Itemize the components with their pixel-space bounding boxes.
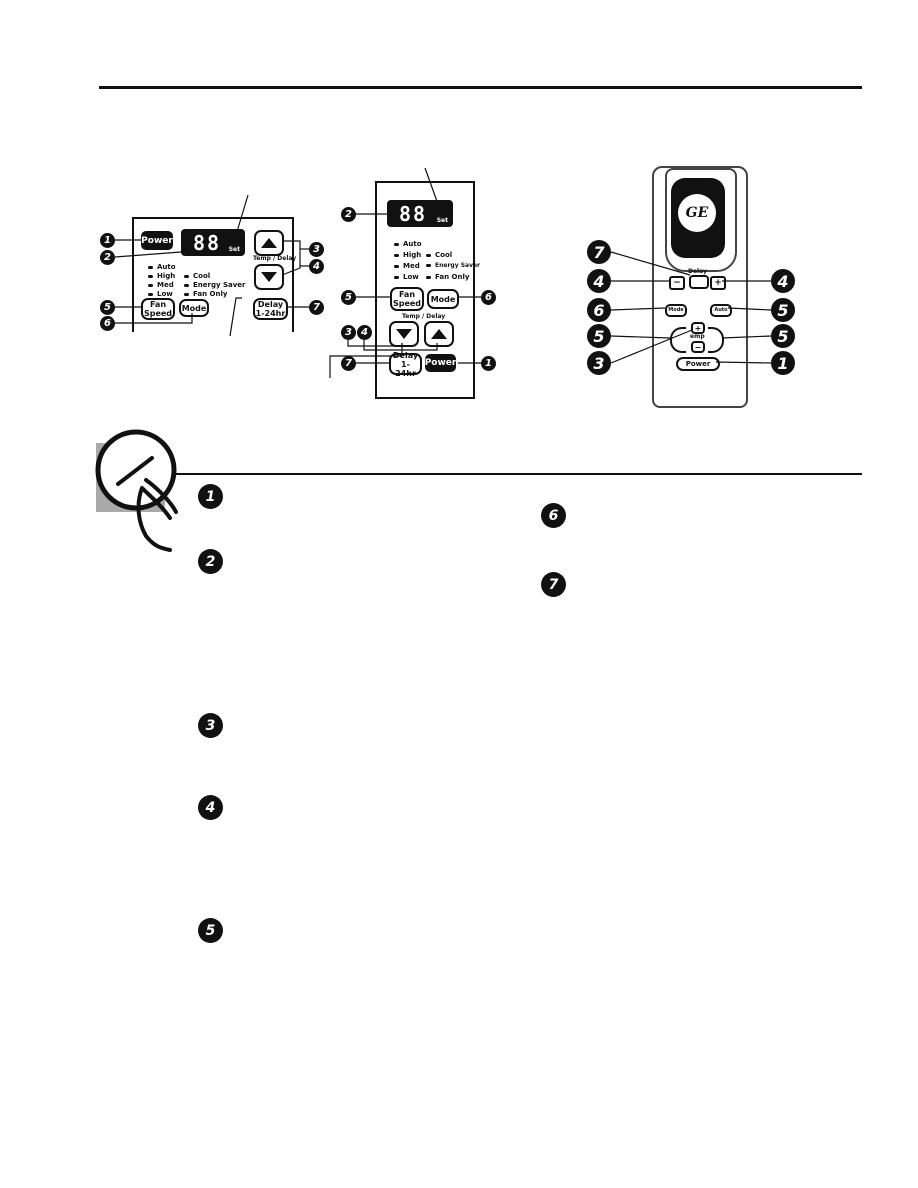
center-ind-fan-only: Fan Only — [426, 273, 469, 281]
callout-remote-4l: 4 — [587, 269, 611, 293]
callout-remote-4r: 4 — [771, 269, 795, 293]
callout-center-4: 4 — [357, 325, 372, 340]
callout-center-2: 2 — [341, 207, 356, 222]
center-display: 88 Set — [387, 200, 453, 227]
section-number-4: 4 — [198, 795, 223, 820]
center-ind-energy-saver: Energy Saver — [426, 262, 480, 269]
callout-left-1: 1 — [100, 233, 115, 248]
section-number-5: 5 — [198, 918, 223, 943]
left-ind-energy-saver: Energy Saver — [184, 281, 246, 289]
up-arrow-icon — [431, 329, 447, 339]
section-number-7: 7 — [541, 572, 566, 597]
left-temp-up-button[interactable] — [254, 230, 284, 256]
up-arrow-icon — [261, 238, 277, 248]
section-number-2: 2 — [198, 549, 223, 574]
left-display-set: Set — [228, 246, 240, 253]
callout-center-5: 5 — [341, 290, 356, 305]
callout-center-6: 6 — [481, 290, 496, 305]
remote-power-button[interactable]: Power — [676, 357, 720, 371]
callout-left-4: 4 — [309, 259, 324, 274]
down-arrow-icon — [261, 272, 277, 282]
remote-delay-label: Delay — [688, 268, 707, 275]
remote-top-panel — [665, 168, 737, 272]
callout-remote-1: 1 — [771, 351, 795, 375]
callout-remote-5l: 5 — [587, 324, 611, 348]
center-ind-high: High — [394, 251, 421, 259]
left-ind-fan-only: Fan Only — [184, 290, 227, 298]
center-display-digits: 88 — [399, 202, 428, 226]
center-temp-up-button[interactable] — [424, 321, 454, 347]
section-number-3: 3 — [198, 713, 223, 738]
hand-pressing-icon — [95, 429, 178, 552]
center-ind-cool: Cool — [426, 251, 452, 259]
ge-logo: GE — [678, 194, 716, 232]
callout-remote-5r: 5 — [771, 298, 795, 322]
center-mode-button[interactable]: Mode — [427, 289, 459, 309]
section-rule — [165, 473, 862, 475]
left-power-button[interactable]: Power — [141, 231, 173, 250]
callout-remote-3: 3 — [587, 351, 611, 375]
callout-remote-7: 7 — [587, 240, 611, 264]
remote-temp-label: emp — [690, 333, 705, 340]
callout-left-2: 2 — [100, 250, 115, 265]
callout-left-5: 5 — [100, 300, 115, 315]
center-temp-delay-label: Temp / Delay — [402, 313, 446, 320]
left-fan-speed-button[interactable]: Fan Speed — [141, 298, 175, 320]
section-number-6: 6 — [541, 503, 566, 528]
left-display: 88 Set — [181, 229, 245, 256]
left-delay-button[interactable]: Delay 1-24hr — [253, 298, 288, 320]
remote-auto-button[interactable]: Auto — [710, 304, 732, 317]
left-ind-med: Med — [148, 281, 174, 289]
remote-plus-button[interactable]: + — [710, 276, 726, 290]
top-rule — [99, 86, 862, 89]
callout-center-1: 1 — [481, 356, 496, 371]
left-ind-low: Low — [148, 290, 173, 298]
section-number-1: 1 — [198, 484, 223, 509]
center-ind-med: Med — [394, 262, 420, 270]
callout-left-6: 6 — [100, 316, 115, 331]
callout-remote-5r2: 5 — [771, 324, 795, 348]
remote-fan-minus-button[interactable] — [670, 327, 686, 353]
remote-temp-plus-button[interactable]: + — [691, 322, 705, 334]
remote-temp-minus-button[interactable]: − — [691, 341, 705, 353]
left-ind-high: High — [148, 272, 175, 280]
left-temp-down-button[interactable] — [254, 264, 284, 290]
center-temp-down-button[interactable] — [389, 321, 419, 347]
callout-center-3: 3 — [341, 325, 356, 340]
left-ind-auto: Auto — [148, 263, 176, 271]
remote-delay-button[interactable] — [689, 275, 709, 289]
center-display-set: Set — [436, 217, 448, 224]
center-power-button[interactable]: Power — [425, 354, 456, 372]
callout-left-7: 7 — [309, 300, 324, 315]
callout-center-7: 7 — [341, 356, 356, 371]
ge-logo-text: GE — [685, 205, 709, 221]
center-delay-button[interactable]: Delay 1-24hr — [389, 351, 422, 378]
callout-remote-6: 6 — [587, 298, 611, 322]
left-ind-cool: Cool — [184, 272, 210, 280]
left-temp-delay-label: Temp / Delay — [253, 255, 297, 262]
callout-left-3: 3 — [309, 242, 324, 257]
down-arrow-icon — [396, 329, 412, 339]
remote-fan-plus-button[interactable] — [708, 327, 724, 353]
center-fan-speed-button[interactable]: Fan Speed — [390, 287, 424, 311]
left-display-digits: 88 — [193, 231, 222, 255]
center-ind-auto: Auto — [394, 240, 422, 248]
left-mode-button[interactable]: Mode — [179, 299, 209, 317]
remote-mode-button[interactable]: Mode — [665, 304, 687, 317]
remote-minus-button[interactable]: − — [669, 276, 685, 290]
center-ind-low: Low — [394, 273, 419, 281]
